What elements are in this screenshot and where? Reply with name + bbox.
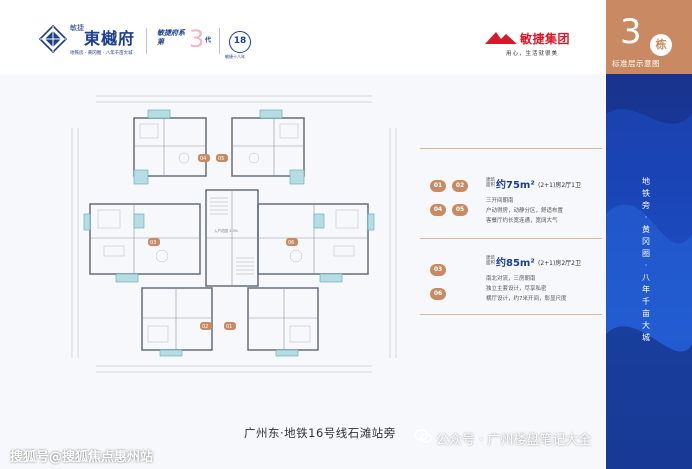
feature-line: 南北对流，三房朝南 (486, 276, 536, 282)
brand-logo-icon (38, 24, 68, 54)
balconies (83, 109, 375, 357)
developer-slogan: 用心，生活就很美 (506, 51, 559, 57)
feature-line: 横厅设计，约7米开间，彰显尺度 (486, 296, 567, 302)
generation-text: 敏捷府系第 (157, 29, 185, 46)
unit-badge: 02 (452, 180, 468, 192)
unit-badge: 01 (430, 180, 446, 192)
generation-number: 3 (189, 25, 205, 53)
divider (420, 238, 602, 239)
sidebar (606, 0, 692, 469)
unit-tag-label: 06 (288, 240, 294, 246)
anniversary-badge: 18 (229, 31, 251, 53)
generation-badge: 敏捷府系第 3 代 (157, 25, 212, 53)
unit-tag (224, 322, 236, 330)
unit-tag (148, 238, 160, 246)
lobby-label: 入户花园 3.3% (214, 228, 239, 233)
building-unit: 栋 (650, 34, 672, 56)
brand-tagline: 地铁房 · 黄冈圈 · 八年千亩大城 (70, 51, 133, 56)
developer-logo: 敏捷集团 用心，生活就很美 (484, 30, 588, 60)
sidebar-header (606, 0, 692, 74)
unit-tag-label: 03 (150, 240, 156, 246)
feature-line: 独立主套设计，尽享私密 (486, 286, 547, 292)
stair-core (210, 197, 254, 275)
area-label: 建筑面积 (486, 178, 495, 188)
unit-tag-label: 04 (200, 156, 206, 162)
area-value: 约75m² (496, 180, 535, 191)
feature-line: 三开间朝南 (486, 198, 514, 204)
interior-walls (90, 118, 368, 350)
unit-badge: 03 (430, 264, 446, 276)
unit-specs: 01 02 04 05 建筑面积 约75m² (2+1)房2厅1卫 三开间朝南 … (420, 148, 602, 342)
watermark-right: 公众号 · 广州楼盘笔记大全 (436, 433, 592, 448)
layout-text: (2+1)房2厅1卫 (538, 182, 581, 189)
unit-tag-label: 05 (218, 156, 224, 162)
area-value: 约85m² (496, 258, 535, 269)
layout-text: (2+1)房2厅2卫 (538, 260, 581, 267)
location-text: 广州东·地铁16号线石滩站旁 (244, 426, 396, 440)
plan-caption: 标准层示意图 (612, 59, 660, 68)
watermark-left: 搜狐号@搜狐焦点惠州站 (10, 450, 154, 465)
wechat-icon (414, 429, 432, 443)
unit-tag-label: 02 (202, 324, 208, 330)
unit-tag (200, 322, 212, 330)
area-label: 建筑面积 (486, 256, 495, 266)
floor-plan-drawing: 入户花园 3.3% 04 05 03 06 02 01 (71, 95, 397, 373)
building-number: 3 (620, 12, 642, 52)
unit-badge: 05 (452, 204, 468, 216)
nimble-logo-icon (485, 32, 517, 44)
divider (219, 28, 220, 54)
unit-tag (286, 238, 298, 246)
generation-suffix: 代 (205, 37, 212, 44)
brand-sub: 敏捷 (70, 24, 84, 32)
feature-line: 客餐厅约长宽连通，宽阔大气 (486, 218, 558, 224)
decorative-wave (606, 109, 692, 469)
dimension-lines (71, 95, 397, 373)
brand-name: 東樾府 (84, 29, 136, 48)
unit-badge: 04 (430, 204, 446, 216)
anniversary-number: 18 (233, 36, 247, 46)
furniture (97, 123, 359, 343)
header: 敏捷 東樾府 地铁房 · 黄冈圈 · 八年千亩大城 敏捷府系第 3 代 18 敏… (0, 0, 606, 74)
developer-name: 敏捷集团 (520, 32, 571, 46)
unit-tag-label: 01 (226, 324, 232, 330)
divider (146, 28, 147, 54)
anniversary-caption: 敏捷十八年 (225, 54, 245, 59)
unit-tags: 04 05 03 06 02 01 (148, 154, 298, 330)
sidebar-slogan: 地铁旁·黄冈圈·八年千亩大城 (642, 177, 650, 342)
unit-badge: 06 (430, 288, 446, 300)
location-mark: △ (384, 427, 389, 434)
unit-tag (198, 154, 210, 162)
feature-line: 户动得房，动静分区，舒适布置 (486, 208, 564, 214)
unit-tag (216, 154, 228, 162)
structure-walls (89, 117, 369, 351)
divider (420, 314, 602, 315)
divider (420, 148, 602, 149)
